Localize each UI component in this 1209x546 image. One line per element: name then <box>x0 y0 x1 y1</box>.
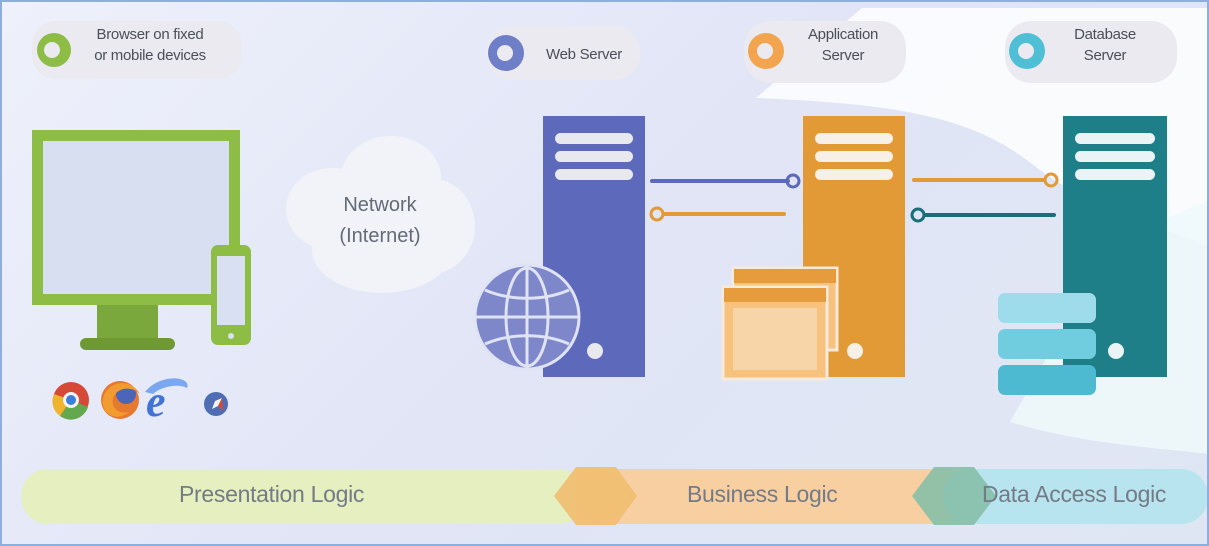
network-label: Network (Internet) <box>339 194 421 247</box>
presentation-logic-band <box>21 469 585 524</box>
desktop-monitor-icon <box>32 130 240 350</box>
presentation-logic-label: Presentation Logic <box>179 481 365 507</box>
web-to-application-connector <box>650 173 801 189</box>
logic-bands <box>21 467 1207 525</box>
business-logic-label: Business Logic <box>687 481 838 507</box>
database-to-application-connector <box>910 207 1056 223</box>
business-logic-band <box>576 469 953 524</box>
chrome-icon <box>52 382 89 420</box>
network-cloud <box>286 136 475 293</box>
application-server-tower-icon <box>803 116 905 377</box>
database-server-node-pill <box>1005 21 1177 83</box>
database-server-label: Database Server <box>1074 26 1136 64</box>
database-stack-icon <box>998 293 1096 395</box>
application-to-database-connector <box>912 172 1059 188</box>
web-server-node-pill <box>486 26 640 80</box>
application-windows-icon <box>721 266 839 381</box>
internet-explorer-icon: e <box>145 377 188 426</box>
mobile-phone-icon <box>211 245 251 345</box>
web-server-label: Web Server <box>546 46 622 63</box>
data-access-logic-label: Data Access Logic <box>982 481 1167 507</box>
safari-icon <box>204 392 228 416</box>
application-to-web-connector <box>649 206 786 222</box>
browser-label: Browser on fixed or mobile devices <box>94 26 206 64</box>
application-server-node-pill <box>744 21 906 83</box>
firefox-icon <box>101 381 140 419</box>
globe-icon <box>473 263 581 371</box>
browser-node-pill <box>32 21 242 79</box>
data-access-logic-band <box>943 469 1207 524</box>
application-server-label: Application Server <box>807 26 879 64</box>
